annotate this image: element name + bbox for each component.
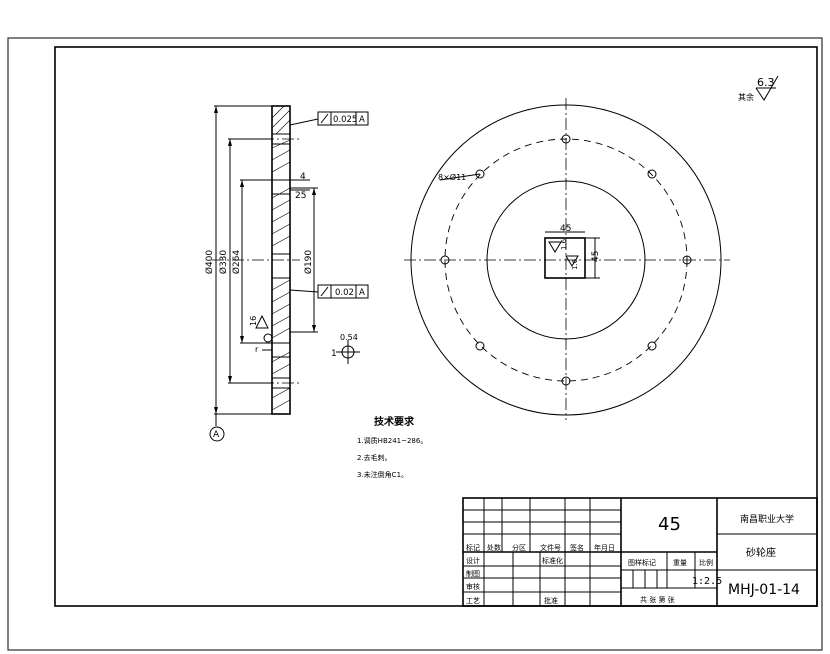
slot-height: 45 — [591, 251, 601, 262]
center-square-slot — [544, 237, 586, 279]
dim-d330: Ø330 — [218, 250, 229, 275]
runout-tolerance-top: 0.025 A — [289, 111, 369, 126]
side-section-view: Ø400 Ø330 Ø264 Ø190 4 25 0.025 A 0.02 A — [204, 105, 369, 442]
tol-bottom-datum: A — [359, 288, 365, 298]
holes-label: 8×Ø11 — [438, 172, 466, 182]
outer-border — [7, 37, 823, 651]
row-std: 标准化 — [542, 556, 563, 565]
hdr-date: 年月日 — [594, 543, 615, 552]
bolt-holes — [440, 134, 692, 386]
tol-bottom-value: 0.02 — [335, 288, 354, 298]
dim-r16: 16 — [249, 316, 258, 326]
stage-label: 图样标记 — [628, 558, 656, 567]
dim-r-label: r — [255, 345, 259, 354]
dim-d264: Ø264 — [231, 250, 242, 275]
title-block: 标记 处数 分区 文件号 签名 年月日 设计 标准化 制图 审核 工艺 批准 4… — [462, 497, 818, 607]
tech-req-title: 技术要求 — [374, 415, 415, 428]
tech-req-item-3: 3.未注倒角C1。 — [357, 470, 408, 479]
sheets-label: 共 张 第 张 — [640, 595, 675, 604]
dim-d190: Ø190 — [303, 250, 314, 275]
hdr-zone: 分区 — [512, 543, 526, 552]
drawing-number: MHJ-01-14 — [728, 582, 800, 598]
chamfer-detail: 0.54 1 — [331, 333, 360, 364]
slot-roughness-1: 1.6 — [560, 238, 568, 250]
roughness-note: 其余 6.3 — [738, 75, 779, 102]
detail-angle: 1 — [331, 349, 337, 359]
tech-requirements: 技术要求 1.调质HB241~286。 2.去毛刺。 3.未注倒角C1。 — [357, 415, 427, 479]
part-name: 砂轮座 — [746, 546, 776, 559]
row-check: 审核 — [466, 582, 480, 591]
row-design: 设计 — [466, 556, 480, 565]
tech-req-item-2: 2.去毛刺。 — [357, 453, 392, 462]
tech-req-item-1: 1.调质HB241~286。 — [357, 436, 427, 445]
dim-thk4: 4 — [300, 172, 306, 182]
row-draw: 制图 — [466, 569, 480, 578]
dim-d400: Ø400 — [204, 250, 215, 275]
row-process: 工艺 — [466, 597, 480, 605]
roughness-value: 6.3 — [757, 76, 775, 89]
hdr-mark: 标记 — [466, 543, 480, 552]
roughness-label: 其余 — [738, 92, 754, 102]
material-value: 45 — [658, 514, 681, 535]
datum-a-label: A — [213, 430, 220, 440]
hdr-count: 处数 — [487, 543, 501, 552]
hdr-sign: 签名 — [570, 543, 584, 552]
slot-roughness-2: 1.6 — [571, 258, 579, 270]
dim-thk25: 25 — [295, 191, 306, 201]
tol-top-datum: A — [359, 115, 365, 125]
inner-frame — [54, 46, 818, 607]
tol-top-value: 0.025 — [333, 115, 357, 125]
hatch-pattern — [271, 105, 291, 411]
detail-chamfer: 0.54 — [340, 333, 358, 342]
scale-value: 1:2.5 — [692, 576, 722, 587]
ratio-label: 比例 — [699, 558, 713, 567]
datum-a-symbol — [209, 426, 225, 442]
slot-width: 45 — [560, 224, 571, 234]
row-approve: 批准 — [544, 596, 558, 605]
runout-tolerance-bottom: 0.02 A — [289, 284, 369, 299]
hdr-file: 文件号 — [540, 543, 561, 552]
weight-label: 重量 — [673, 559, 687, 567]
university-name: 南昌职业大学 — [740, 513, 794, 525]
front-view: 8×Ø11 45 45 1.6 1.6 — [404, 98, 730, 420]
